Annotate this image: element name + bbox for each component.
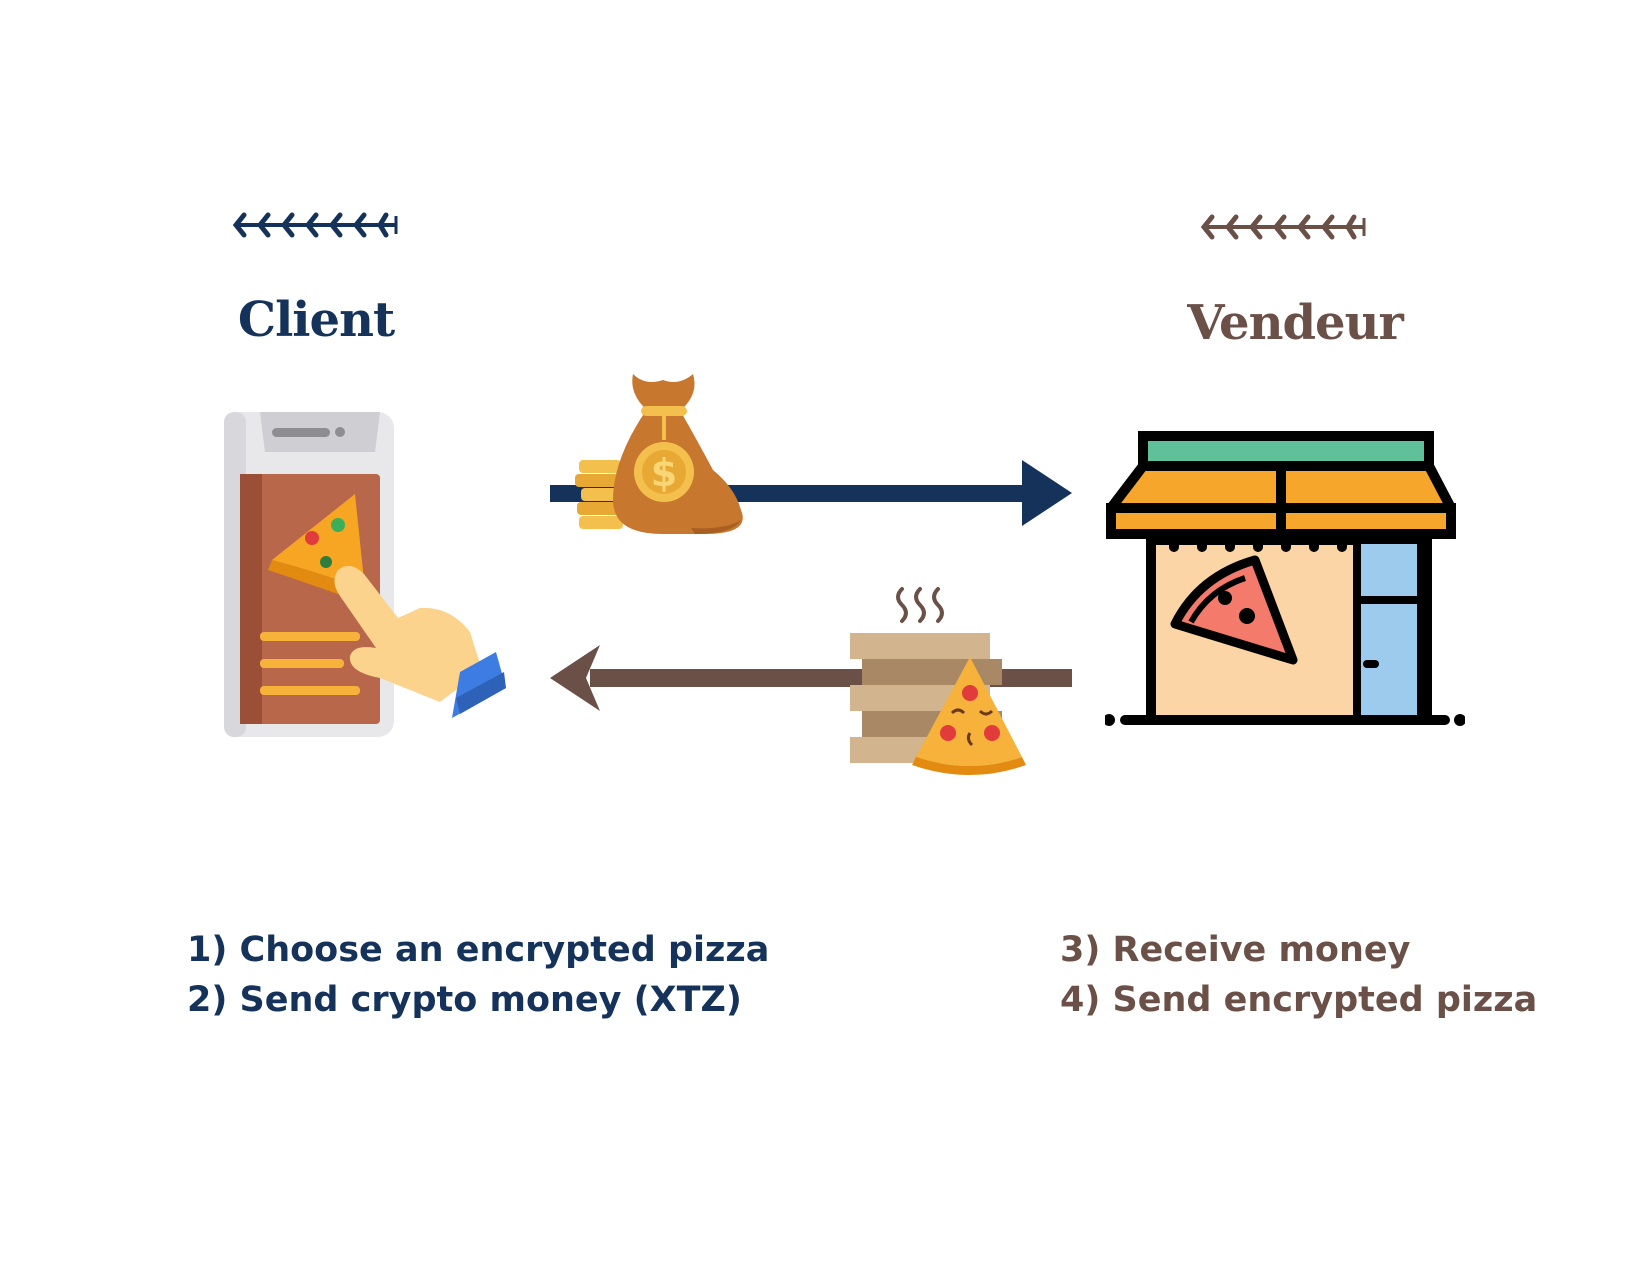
pizza-boxes-icon [840,585,1040,775]
client-steps: 1) Choose an encrypted pizza 2) Send cry… [187,925,769,1025]
vendor-heading: Vendeur [1187,295,1404,351]
money-bag-icon: $ [575,370,755,540]
client-ornament-icon [230,210,400,240]
client-step-1: 1) Choose an encrypted pizza [187,930,770,970]
client-step-2: 2) Send crypto money (XTZ) [187,980,742,1020]
vendor-ornament-icon [1198,212,1368,242]
vendor-step-4: 4) Send encrypted pizza [1060,980,1538,1020]
client-heading: Client [237,292,395,348]
vendor-step-3: 3) Receive money [1060,930,1411,970]
vendor-steps: 3) Receive money 4) Send encrypted pizza [1060,925,1537,1025]
smartphone-pizza-order-icon [220,410,510,740]
pizza-shop-icon [1105,428,1465,748]
svg-text:$: $ [651,451,677,495]
